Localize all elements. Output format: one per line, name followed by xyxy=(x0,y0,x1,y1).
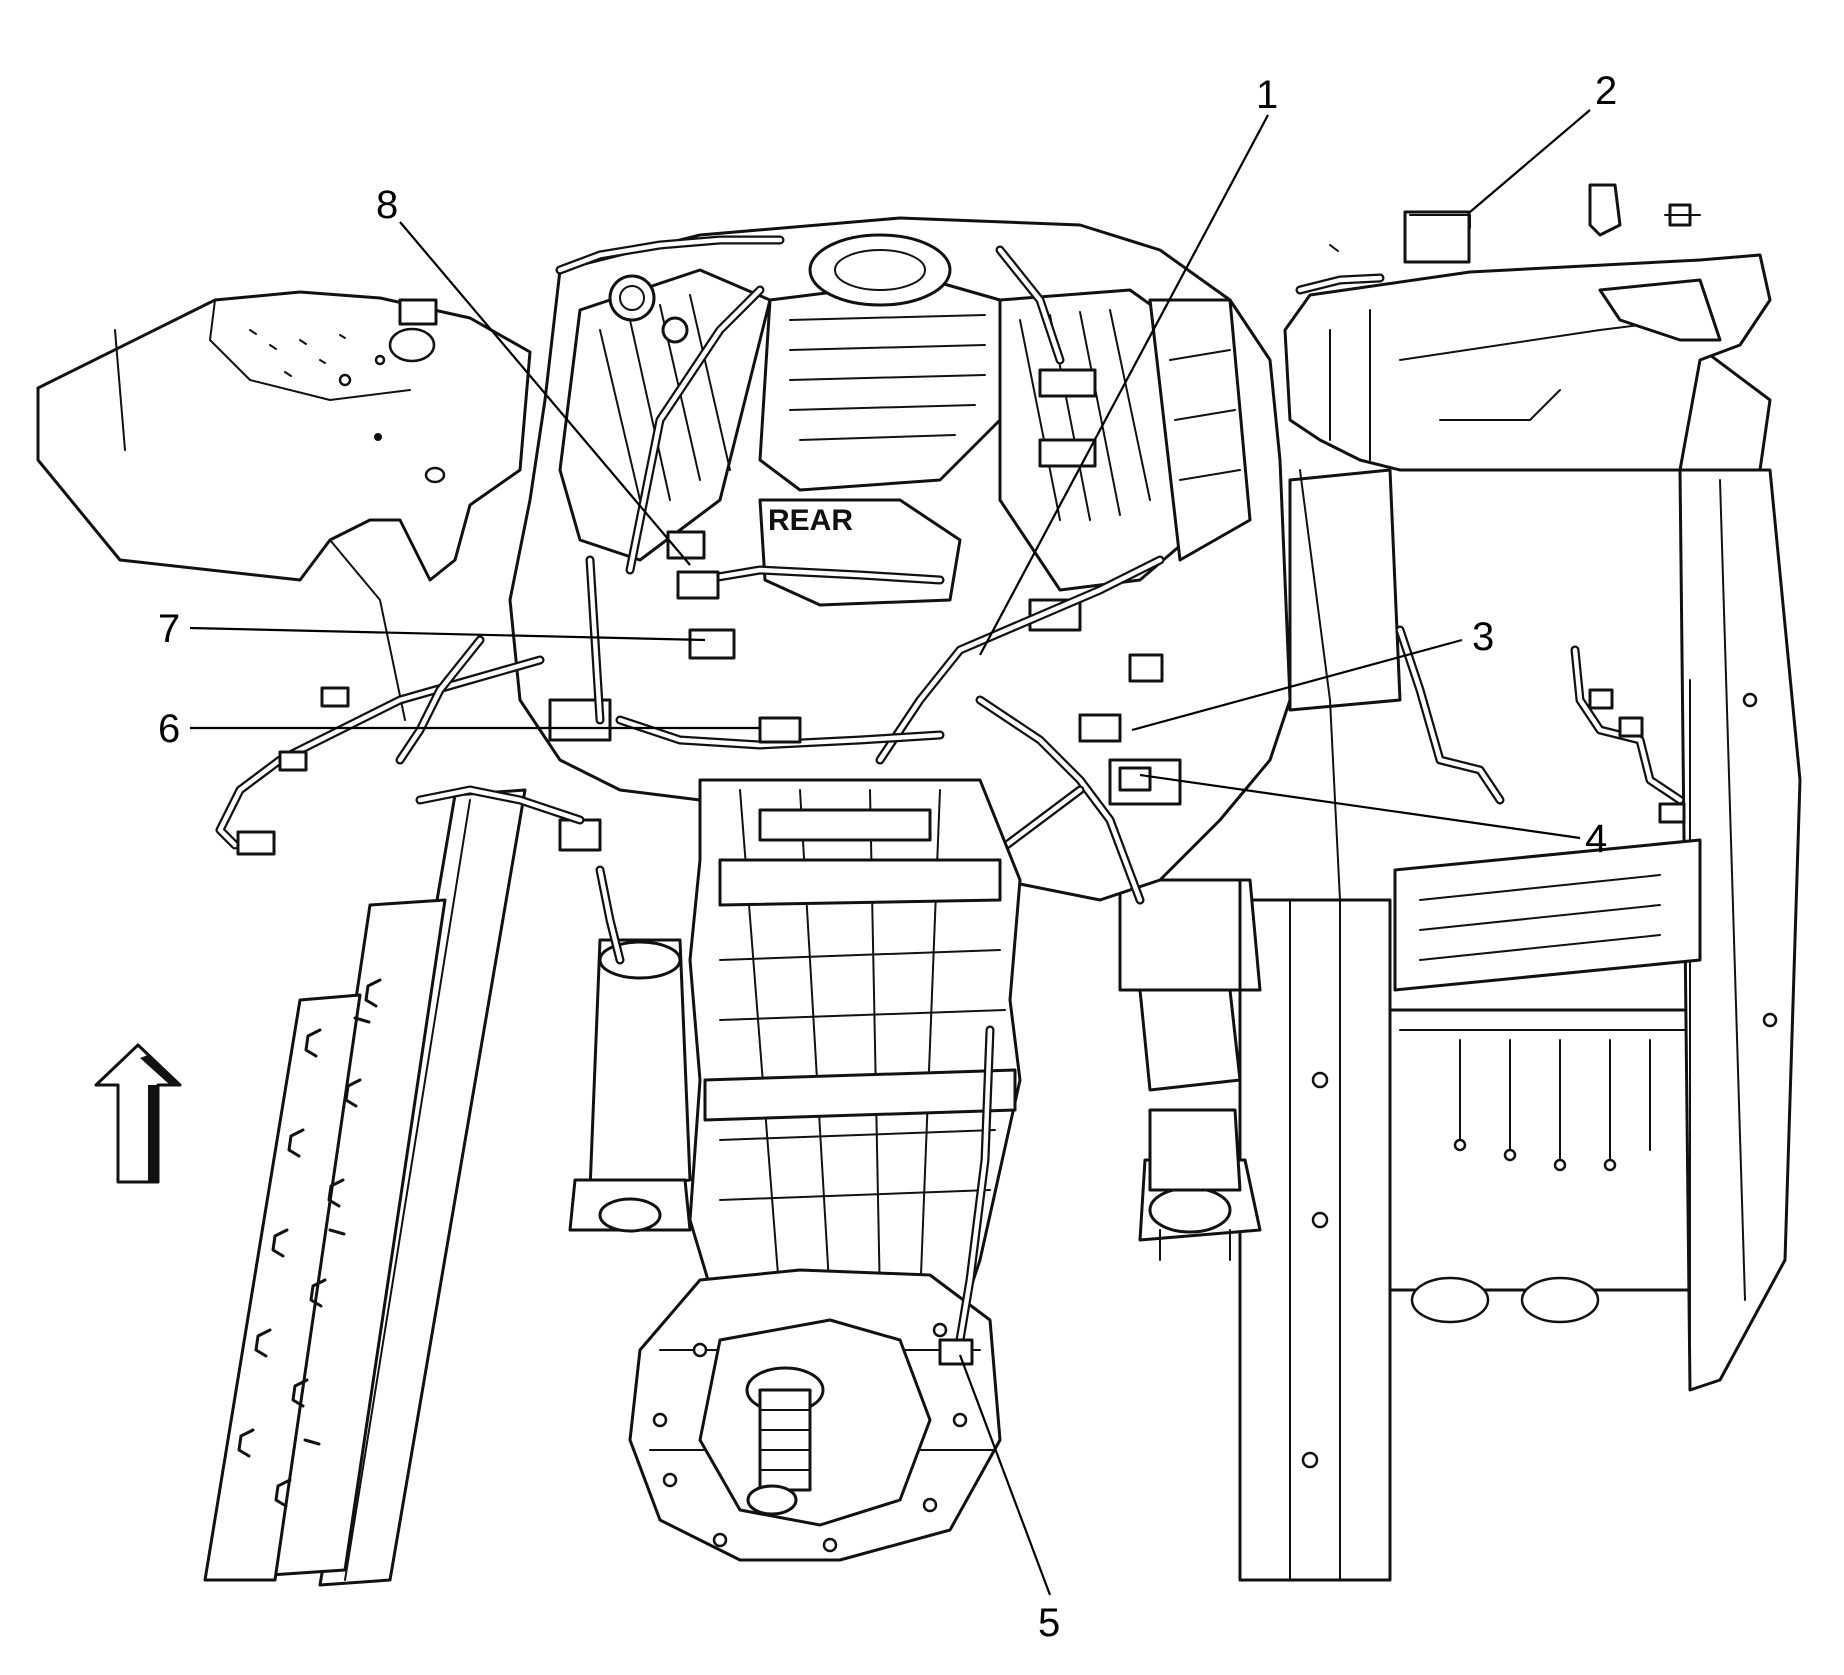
crossmember xyxy=(568,878,1262,1261)
callout-4: 4 xyxy=(1585,817,1607,861)
right-fender-harness xyxy=(1295,273,1686,824)
right-upper-components xyxy=(1329,183,1701,264)
transmission xyxy=(628,778,1022,1562)
left-frame-rail xyxy=(203,788,527,1587)
right-inner-fender xyxy=(1118,253,1772,992)
callout-1: 1 xyxy=(1256,73,1278,117)
callout-6: 6 xyxy=(158,707,180,751)
rear-embossed-label: REAR xyxy=(768,504,853,537)
callout-8: 8 xyxy=(376,183,398,227)
callout-2: 2 xyxy=(1595,69,1617,113)
left-body-panel xyxy=(36,290,532,721)
callout-7: 7 xyxy=(158,607,180,651)
module-2 xyxy=(1403,210,1471,264)
callout-leaders xyxy=(189,109,1591,1596)
callout-labels: 1 2 3 4 5 6 7 8 xyxy=(158,69,1617,1645)
callout-3: 3 xyxy=(1472,615,1494,659)
callout-5: 5 xyxy=(1038,1601,1060,1645)
right-frame-rail xyxy=(1238,338,1802,1582)
up-arrow-icon xyxy=(94,1043,182,1184)
